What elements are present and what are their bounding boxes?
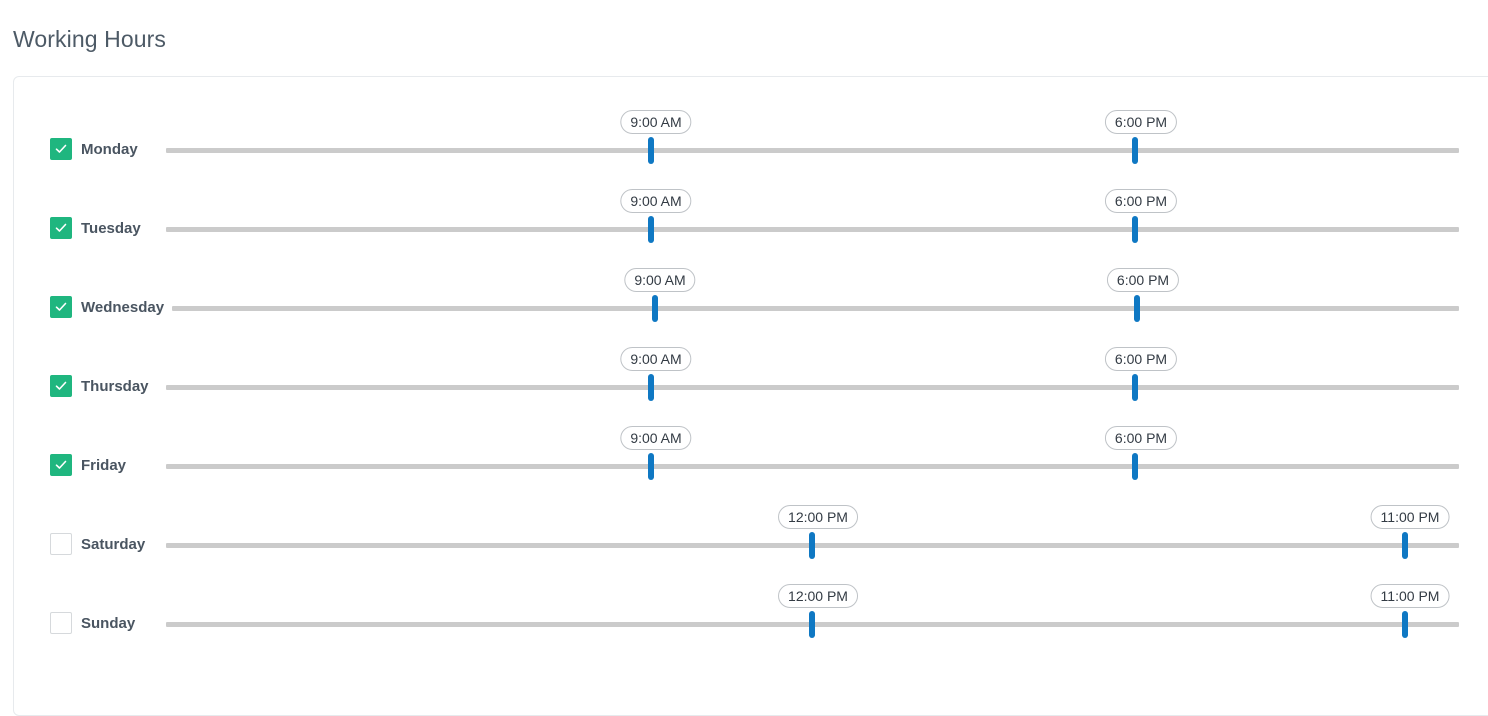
day-label-monday: Monday	[81, 141, 138, 158]
day-row-wednesday: Wednesday 9:00 AM 6:00 PM	[0, 268, 1488, 328]
start-time-handle-thursday[interactable]	[648, 374, 654, 401]
checkmark-icon	[55, 223, 67, 232]
start-time-handle-wednesday[interactable]	[652, 295, 658, 322]
start-time-label-friday: 9:00 AM	[620, 426, 692, 450]
day-checkbox-saturday[interactable]	[50, 533, 72, 555]
start-time-handle-friday[interactable]	[648, 453, 654, 480]
day-label-wednesday: Wednesday	[81, 299, 165, 316]
checkmark-icon	[55, 381, 67, 390]
start-time-label-sunday: 12:00 PM	[778, 584, 858, 608]
day-row-saturday: Saturday 12:00 PM 11:00 PM	[0, 505, 1488, 565]
day-row-monday: Monday 9:00 AM 6:00 PM	[0, 110, 1488, 170]
time-range-track-tuesday[interactable]	[166, 227, 1459, 232]
end-time-handle-friday[interactable]	[1132, 453, 1138, 480]
end-time-handle-tuesday[interactable]	[1132, 216, 1138, 243]
start-time-handle-saturday[interactable]	[809, 532, 815, 559]
end-time-label-sunday: 11:00 PM	[1370, 584, 1450, 608]
end-time-handle-monday[interactable]	[1132, 137, 1138, 164]
day-checkbox-thursday[interactable]	[50, 375, 72, 397]
start-time-label-monday: 9:00 AM	[620, 110, 692, 134]
day-row-tuesday: Tuesday 9:00 AM 6:00 PM	[0, 189, 1488, 249]
end-time-label-monday: 6:00 PM	[1104, 110, 1178, 134]
day-row-thursday: Thursday 9:00 AM 6:00 PM	[0, 347, 1488, 407]
start-time-label-tuesday: 9:00 AM	[620, 189, 692, 213]
time-range-track-thursday[interactable]	[166, 385, 1459, 390]
checkmark-icon	[55, 460, 67, 469]
page-title: Working Hours	[13, 26, 166, 52]
day-label-sunday: Sunday	[81, 615, 136, 632]
end-time-label-thursday: 6:00 PM	[1104, 347, 1178, 371]
end-time-label-friday: 6:00 PM	[1104, 426, 1178, 450]
end-time-handle-wednesday[interactable]	[1134, 295, 1140, 322]
end-time-handle-saturday[interactable]	[1402, 532, 1408, 559]
end-time-label-wednesday: 6:00 PM	[1106, 268, 1180, 292]
start-time-handle-monday[interactable]	[648, 137, 654, 164]
day-row-sunday: Sunday 12:00 PM 11:00 PM	[0, 584, 1488, 644]
time-range-track-friday[interactable]	[166, 464, 1459, 469]
end-time-handle-thursday[interactable]	[1132, 374, 1138, 401]
day-checkbox-sunday[interactable]	[50, 612, 72, 634]
day-checkbox-friday[interactable]	[50, 454, 72, 476]
end-time-label-tuesday: 6:00 PM	[1104, 189, 1178, 213]
working-hours-panel	[13, 76, 1488, 716]
day-row-friday: Friday 9:00 AM 6:00 PM	[0, 426, 1488, 486]
day-label-friday: Friday	[81, 457, 127, 474]
day-label-thursday: Thursday	[81, 378, 149, 395]
start-time-label-saturday: 12:00 PM	[778, 505, 858, 529]
start-time-handle-tuesday[interactable]	[648, 216, 654, 243]
end-time-handle-sunday[interactable]	[1402, 611, 1408, 638]
day-label-saturday: Saturday	[81, 536, 146, 553]
time-range-track-wednesday[interactable]	[172, 306, 1459, 311]
day-label-tuesday: Tuesday	[81, 220, 141, 237]
time-range-track-monday[interactable]	[166, 148, 1459, 153]
day-checkbox-tuesday[interactable]	[50, 217, 72, 239]
start-time-label-thursday: 9:00 AM	[620, 347, 692, 371]
checkmark-icon	[55, 144, 67, 153]
start-time-label-wednesday: 9:00 AM	[624, 268, 696, 292]
day-checkbox-monday[interactable]	[50, 138, 72, 160]
checkmark-icon	[55, 302, 67, 311]
end-time-label-saturday: 11:00 PM	[1370, 505, 1450, 529]
day-checkbox-wednesday[interactable]	[50, 296, 72, 318]
start-time-handle-sunday[interactable]	[809, 611, 815, 638]
